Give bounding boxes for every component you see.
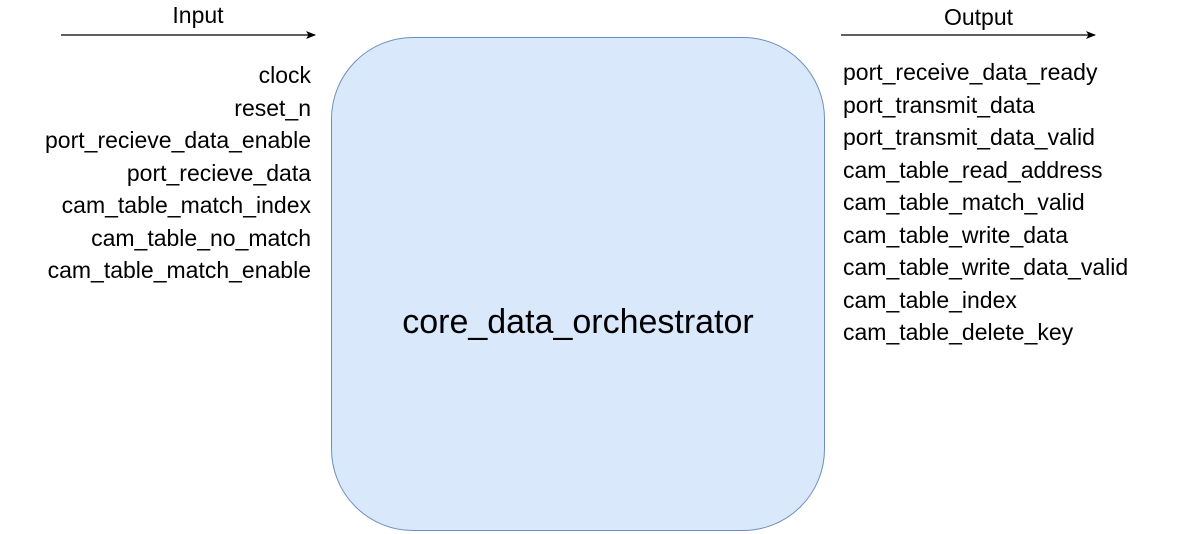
output-signal: port_transmit_data_valid <box>843 124 1095 150</box>
output-signal: cam_table_write_data <box>843 221 1069 248</box>
output-signal: cam_table_write_data_valid <box>843 254 1129 280</box>
input-signal-list: clock reset_n port_recieve_data_enable p… <box>45 59 311 287</box>
module-name: core_data_orchestrator <box>402 303 754 341</box>
input-signal: reset_n <box>234 94 311 121</box>
output-heading: Output <box>943 4 1014 30</box>
input-signal: port_recieve_data_enable <box>45 127 311 153</box>
output-signal: cam_table_read_address <box>843 156 1103 183</box>
input-signal: cam_table_no_match <box>91 224 311 251</box>
output-signal: cam_table_delete_key <box>843 319 1074 345</box>
input-signal: cam_table_match_index <box>61 192 311 218</box>
output-signal: cam_table_match_valid <box>843 189 1085 215</box>
input-heading: Input <box>172 2 224 28</box>
input-signal: cam_table_match_enable <box>47 257 311 283</box>
input-signal: port_recieve_data <box>126 159 311 186</box>
output-signal-list: port_receive_data_ready port_transmit_da… <box>843 56 1128 349</box>
input-signal: clock <box>258 62 311 88</box>
output-signal: port_receive_data_ready <box>843 59 1098 85</box>
module-block: core_data_orchestrator <box>331 37 825 531</box>
output-signal: port_transmit_data <box>843 91 1035 118</box>
output-signal: cam_table_index <box>843 286 1017 313</box>
